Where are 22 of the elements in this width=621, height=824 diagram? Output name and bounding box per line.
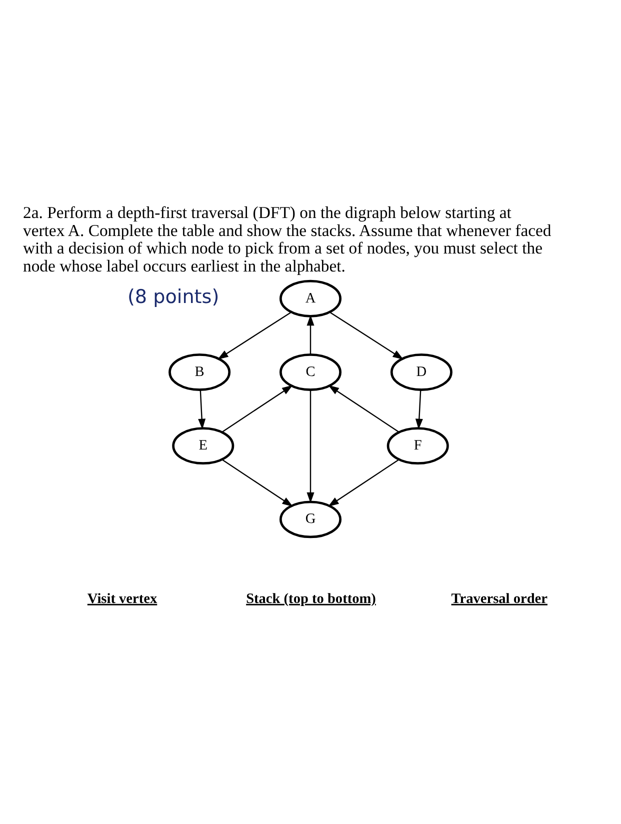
arrow	[330, 312, 404, 360]
arrow	[222, 459, 293, 507]
node-ellipse: E	[172, 427, 234, 465]
arrow	[218, 312, 292, 360]
label: (8 points)	[127, 286, 220, 308]
arrow	[415, 390, 423, 430]
diagram-title: 2a. Perform a depth-first traversal (DFT) on the digraph below starting at vertex A. Complete the table and show the stacks. Assume that whenever faced with a decision of which node to pick from a set of nodes, you must select the node whose label occurs earliest in the alphabet.	[22, 202, 552, 276]
arrow	[222, 385, 293, 432]
label: Stack (top to bottom)	[246, 590, 376, 607]
node-ellipse: A	[279, 280, 342, 318]
node-ellipse: G	[279, 500, 342, 538]
node-ellipse: F	[386, 427, 449, 465]
arrow	[328, 459, 399, 507]
label: Visit vertex	[87, 590, 158, 607]
arrow	[306, 314, 314, 354]
node-ellipse: D	[390, 353, 452, 391]
node-ellipse: C	[279, 353, 342, 391]
arrow	[306, 390, 314, 504]
arrow	[198, 390, 206, 430]
node-ellipse: B	[168, 353, 231, 391]
arrow	[328, 385, 400, 432]
label: Traversal order	[451, 590, 548, 607]
